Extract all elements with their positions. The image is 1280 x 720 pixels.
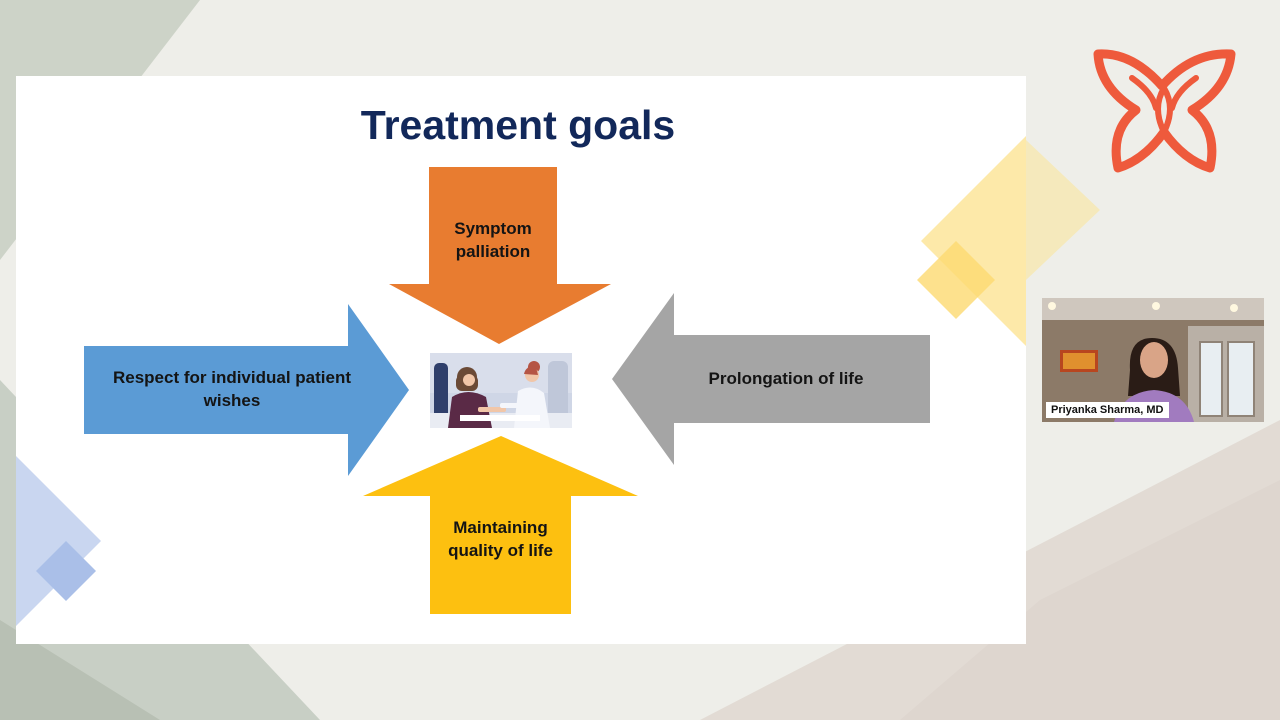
butterfly-logo-icon (1093, 49, 1236, 173)
slide-title: Treatment goals (360, 102, 676, 148)
slide-decoration (16, 136, 1026, 626)
arrow-symptom-palliation: Symptom palliation (389, 167, 613, 345)
arrow-right-shape (84, 304, 409, 476)
arrow-prolongation-of-life: Prolongation of life (612, 293, 930, 465)
arrow-patient-wishes: Respect for individual patient wishes (84, 304, 410, 476)
arrow-up-shape (363, 436, 638, 614)
presenter-webcam[interactable]: Priyanka Sharma, MD (1042, 298, 1264, 422)
webcam-video-frame (1042, 298, 1264, 422)
arrow-quality-of-life: Maintaining quality of life (363, 436, 639, 614)
arrow-label-bottom: Maintaining quality of life (448, 518, 553, 560)
arrow-left-shape (612, 293, 930, 465)
arrow-label-left: Respect for individual patient wishes (112, 368, 352, 410)
arrow-label-top: Symptom palliation (454, 219, 532, 261)
presentation-slide: Treatment goals Symptom palliation Respe… (16, 76, 1026, 644)
presenter-name-tag: Priyanka Sharma, MD (1046, 402, 1169, 418)
doctor-patient-illustration (430, 353, 572, 428)
arrow-label-right: Prolongation of life (708, 369, 864, 388)
arrow-down-shape (389, 167, 611, 344)
